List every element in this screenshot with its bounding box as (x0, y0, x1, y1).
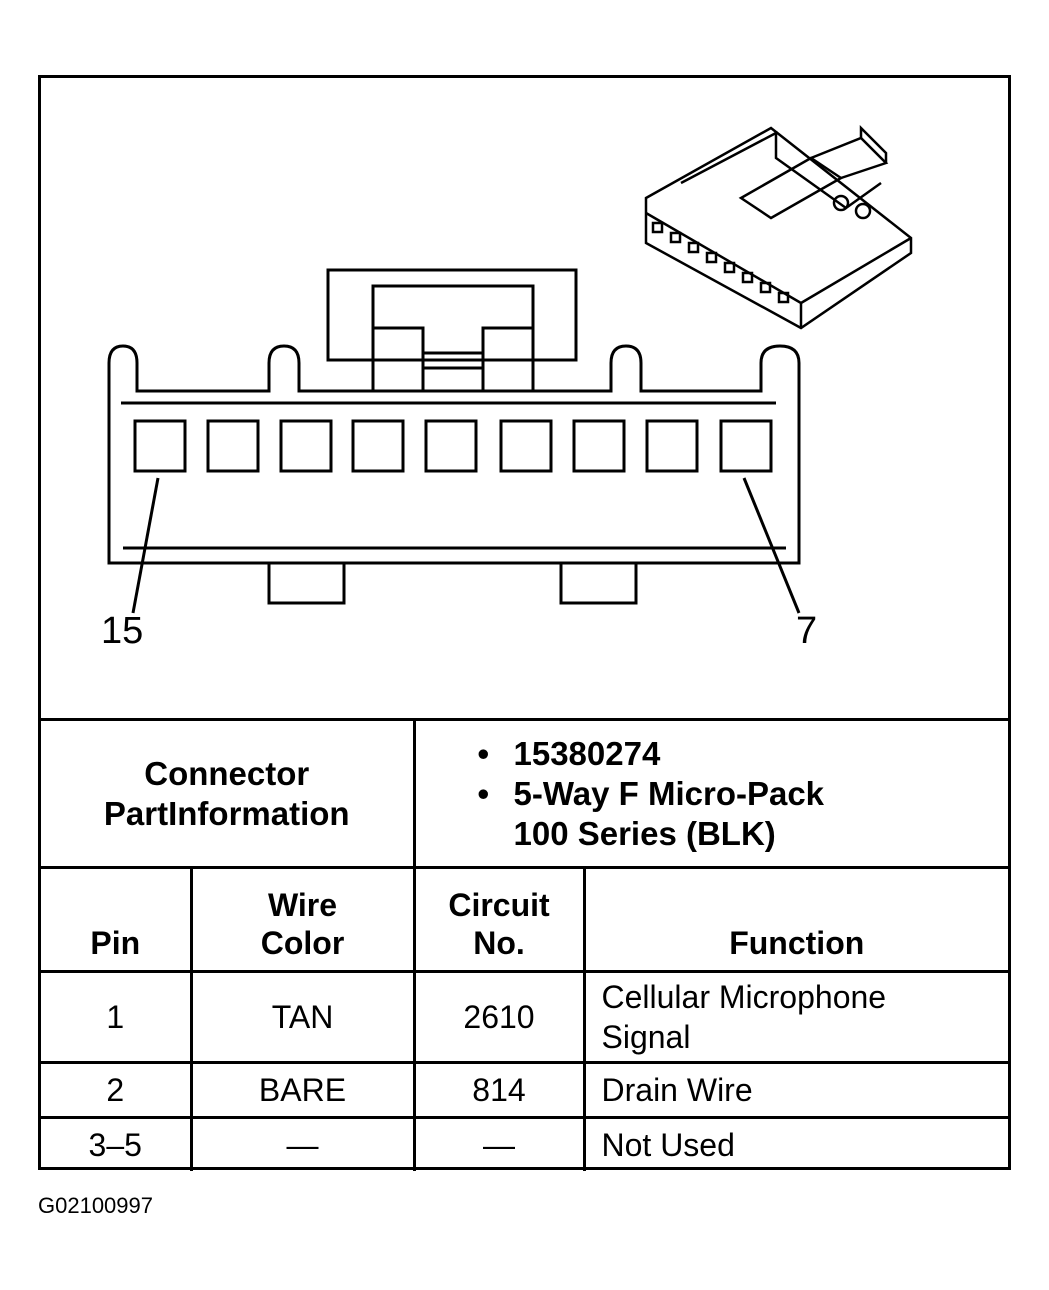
circuit-cell: 2610 (412, 970, 586, 1064)
pin-cavity (133, 419, 187, 473)
pin-table-header: Pin Wire Color Circuit No. Function (41, 866, 1008, 973)
pin-cavity (719, 419, 773, 473)
part-number: 15380274 (513, 734, 661, 772)
bottom-tab-right (559, 561, 638, 605)
header-pin: Pin (41, 866, 193, 973)
connector-part-label: Connector PartInformation (41, 718, 416, 866)
pin-label-right: 7 (796, 610, 818, 652)
pin-label-left: 15 (101, 610, 144, 652)
pin-cavity (351, 419, 405, 473)
table-row: 2 BARE 814 Drain Wire (41, 1061, 1008, 1119)
pin-cavity (206, 419, 260, 473)
pin-cell: 3–5 (41, 1116, 193, 1171)
function-cell: Drain Wire (582, 1061, 1008, 1119)
bottom-tab-left (267, 561, 346, 605)
wire-color-cell: BARE (189, 1061, 416, 1119)
connector-part-info-table: Connector PartInformation • 15380274 • 5… (41, 718, 1008, 866)
function-cell: Not Used (582, 1116, 1008, 1171)
pin-cell: 2 (41, 1061, 193, 1119)
header-circuit-no: Circuit No. (412, 866, 586, 973)
circuit-cell: 814 (412, 1061, 586, 1119)
bullet-icon: • (477, 734, 490, 772)
connector-type: 5-Way F Micro-Pack 100 Series (BLK) (513, 774, 825, 852)
function-cell: Cellular Microphone Signal (582, 970, 1008, 1064)
pin-cavity (572, 419, 626, 473)
pin-table: Pin Wire Color Circuit No. Function 1 TA… (41, 866, 1008, 1171)
part-number-item: • 15380274 (478, 734, 1009, 774)
wire-color-cell: — (189, 1116, 416, 1171)
bullet-icon: • (477, 774, 490, 812)
pin-cavity (424, 419, 478, 473)
table-row: 1 TAN 2610 Cellular Microphone Signal (41, 970, 1008, 1064)
pin-cavity (499, 419, 553, 473)
leader-line-right (742, 477, 801, 614)
pin-cavity (645, 419, 699, 473)
connector-frame: 15 7 Connector PartInformation • 1538027… (38, 75, 1011, 1171)
pin-cavity (279, 419, 333, 473)
connector-drawing (107, 124, 913, 614)
leader-line-left (131, 477, 160, 614)
pin-cell: 1 (41, 970, 193, 1064)
connector-body (107, 344, 801, 565)
header-function: Function (582, 866, 1008, 973)
top-latch (326, 268, 578, 362)
table-row: 3–5 — — Not Used (41, 1116, 1008, 1171)
connector-type-item: • 5-Way F Micro-Pack 100 Series (BLK) (478, 774, 1009, 854)
wire-color-cell: TAN (189, 970, 416, 1064)
circuit-cell: — (412, 1116, 586, 1171)
connector-3d-icon (644, 124, 913, 330)
figure-code: G02100997 (38, 1193, 153, 1218)
header-wire-color: Wire Color (189, 866, 416, 973)
connector-part-details: • 15380274 • 5-Way F Micro-Pack 100 Seri… (414, 718, 1009, 866)
